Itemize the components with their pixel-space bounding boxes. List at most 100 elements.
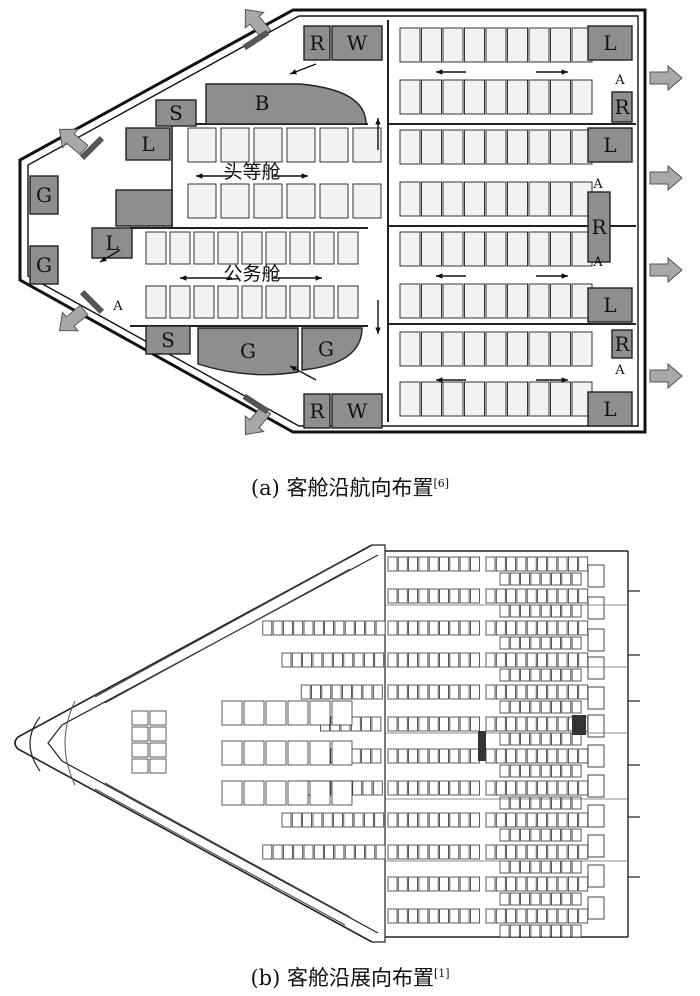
exit-arrow-shape — [649, 64, 683, 92]
wing-cabin-outline-inner — [47, 554, 379, 934]
seat — [464, 283, 485, 319]
seat — [397, 876, 408, 892]
seat — [507, 181, 528, 217]
seat — [526, 844, 537, 860]
seat — [418, 780, 429, 796]
seat — [397, 620, 408, 636]
seat — [571, 764, 582, 778]
exit-arrow-right-1 — [649, 64, 683, 92]
seat — [408, 908, 419, 924]
seat-large — [243, 700, 265, 726]
seat-large — [265, 780, 287, 806]
seat — [561, 604, 572, 618]
seat — [459, 844, 470, 860]
flow-arrow-3-head — [436, 273, 443, 279]
seat — [428, 780, 439, 796]
seat — [439, 780, 449, 796]
flow-arrow-13-head — [375, 118, 381, 125]
seat — [568, 876, 578, 892]
seat — [578, 652, 589, 668]
seat — [397, 812, 408, 828]
seat — [551, 828, 561, 842]
seat — [469, 780, 480, 796]
exit-arrow-top — [244, 8, 272, 39]
seat — [428, 620, 439, 636]
seat — [397, 556, 408, 572]
seat — [449, 556, 460, 572]
seat — [530, 572, 541, 586]
seat — [365, 620, 376, 636]
seat — [355, 620, 365, 636]
seat — [516, 780, 527, 796]
seat — [469, 652, 480, 668]
seat — [551, 604, 561, 618]
attendant-seat-5: A — [112, 299, 123, 314]
seat — [439, 844, 449, 860]
wardrobe-module-bottom — [331, 393, 383, 429]
seat — [528, 129, 550, 165]
seat-large — [287, 700, 309, 726]
seat — [551, 796, 561, 810]
seat — [372, 780, 383, 796]
seat — [568, 908, 578, 924]
seat — [428, 588, 439, 604]
seat — [506, 748, 517, 764]
seat — [551, 572, 561, 586]
seat — [528, 79, 550, 115]
seat — [428, 748, 439, 764]
seat — [571, 572, 582, 586]
seat — [520, 636, 530, 650]
seat — [578, 876, 589, 892]
seat — [303, 620, 314, 636]
seat — [282, 844, 293, 860]
seat — [421, 331, 442, 367]
exit-arrow-shape — [649, 256, 683, 284]
seat — [551, 860, 561, 874]
seat — [530, 924, 541, 938]
seat — [387, 620, 398, 636]
seat — [262, 844, 273, 860]
seat — [343, 812, 354, 828]
seat — [352, 780, 363, 796]
seat — [547, 812, 558, 828]
seat — [418, 812, 429, 828]
seat — [459, 556, 470, 572]
seat — [387, 876, 398, 892]
exit-arrow-shape — [58, 128, 89, 156]
bar-module — [205, 83, 367, 125]
seat — [499, 668, 510, 682]
seat — [241, 285, 263, 319]
seat — [571, 860, 582, 874]
seat — [397, 684, 408, 700]
exit-arrow-shape — [244, 8, 272, 39]
seat — [561, 700, 572, 714]
seat — [439, 716, 449, 732]
seat — [353, 652, 364, 668]
seat — [537, 908, 547, 924]
seat — [485, 716, 496, 732]
seat — [578, 812, 589, 828]
seat — [516, 652, 527, 668]
seat — [520, 796, 530, 810]
seat — [561, 924, 572, 938]
seat — [561, 572, 572, 586]
seat — [353, 812, 364, 828]
seat — [520, 828, 530, 842]
seat — [362, 684, 373, 700]
lavatory-module-2-label: L — [603, 133, 616, 157]
galley-cell — [131, 710, 149, 726]
seat — [469, 844, 480, 860]
seat — [439, 748, 449, 764]
seat — [561, 892, 572, 906]
seat — [499, 860, 510, 874]
seat — [449, 876, 460, 892]
exit-arrow-shape — [649, 164, 683, 192]
seat — [421, 231, 442, 267]
seat — [459, 588, 470, 604]
seat — [547, 684, 558, 700]
lavatory-module-3 — [587, 287, 633, 323]
seat — [571, 924, 582, 938]
seat — [506, 812, 517, 828]
seat — [387, 908, 398, 924]
exit-arrow-front-top — [58, 128, 89, 156]
